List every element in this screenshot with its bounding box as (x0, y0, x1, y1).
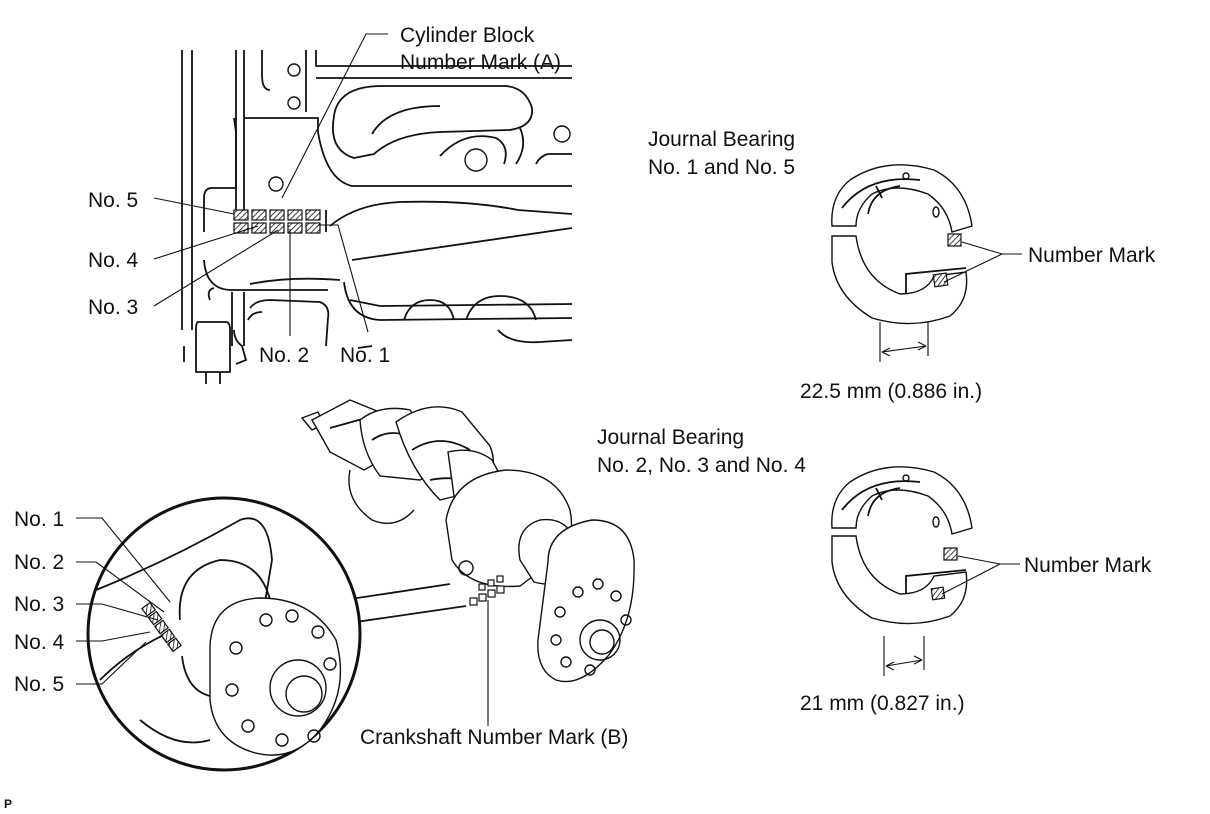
block-mark-r1c1 (233, 209, 249, 221)
block-position-label-no5: No. 5 (88, 189, 138, 212)
block-mark-r1c4 (287, 209, 303, 221)
cylinder-block-number-mark-label: Cylinder Block Number Mark (A) (400, 24, 561, 74)
block-position-label-no3: No. 3 (88, 296, 138, 319)
block-leader-lines (153, 33, 388, 336)
cylinder-block-number-mark-grid (233, 209, 321, 234)
block-mark-r2c3 (269, 222, 285, 234)
block-mark-r1c2 (251, 209, 267, 221)
bearing2-title: Journal Bearing No. 2, No. 3 and No. 4 (597, 426, 806, 477)
figure-code: P (4, 797, 12, 811)
crank-position-label-no5: No. 5 (14, 673, 64, 696)
bearing1-title: Journal Bearing No. 1 and No. 5 (648, 128, 801, 179)
block-mark-r2c4 (287, 222, 303, 234)
bearing2-number-mark-upper (943, 547, 958, 561)
crankshaft-illustration (300, 399, 635, 683)
journal-bearing-2-illustration (831, 466, 1020, 676)
block-mark-r1c3 (269, 209, 285, 221)
crank-position-label-no2: No. 2 (14, 551, 64, 574)
block-mark-r2c5 (305, 222, 321, 234)
block-position-label-no1: No. 1 (340, 344, 390, 367)
block-position-label-no2: No. 2 (259, 344, 309, 367)
bearing1-number-mark-upper (947, 233, 962, 247)
bearing1-number-mark-label: Number Mark (1028, 244, 1156, 267)
crank-position-label-no4: No. 4 (14, 631, 65, 654)
block-mark-r2c1 (233, 222, 249, 234)
block-position-label-no4: No. 4 (88, 249, 139, 272)
bearing2-width-label: 21 mm (0.827 in.) (800, 692, 965, 715)
crank-position-label-no3: No. 3 (14, 593, 64, 616)
bearing1-number-mark-lower (932, 272, 949, 288)
bearing1-width-label: 22.5 mm (0.886 in.) (800, 380, 982, 403)
crankshaft-number-mark-strip (141, 601, 182, 653)
block-mark-r2c2 (251, 222, 267, 234)
bearing2-number-mark-label: Number Mark (1024, 554, 1152, 577)
journal-bearing-1-illustration (831, 164, 1022, 362)
crankshaft-number-mark-label: Crankshaft Number Mark (B) (360, 726, 628, 749)
crankshaft-magnified-inset (86, 496, 467, 772)
crank-position-label-no1: No. 1 (14, 508, 64, 531)
crankshaft-leader-lines (76, 517, 489, 726)
block-mark-r1c5 (305, 209, 321, 221)
